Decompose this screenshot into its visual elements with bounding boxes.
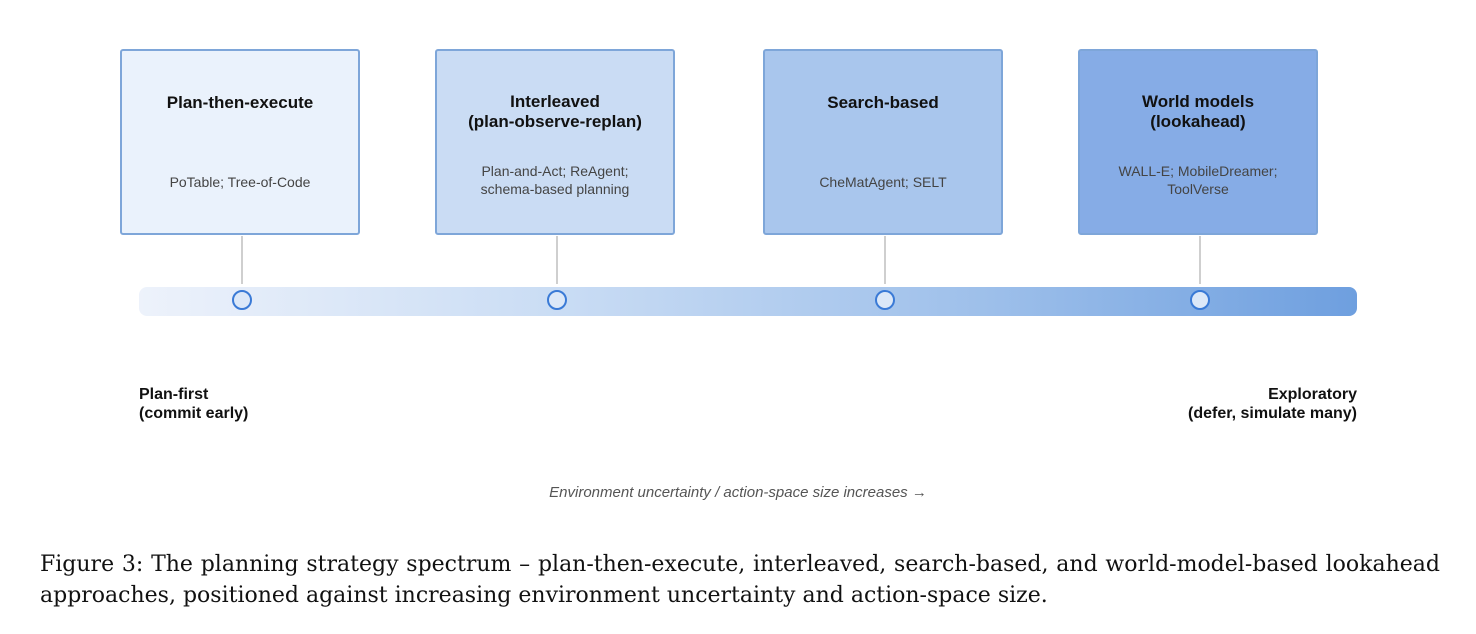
stage-title: Plan-then-execute xyxy=(166,93,314,112)
axis-caption: Environment uncertainty / action-space s… xyxy=(549,484,927,501)
stage-examples: PoTable; Tree-of-Code xyxy=(169,174,311,190)
spectrum-node xyxy=(1190,290,1210,310)
connector-stem xyxy=(556,236,558,284)
connector-stem xyxy=(1199,236,1201,284)
stage-title: World models (lookahead) xyxy=(1141,92,1255,131)
stage-examples: Plan-and-Act; ReAgent; schema-based plan… xyxy=(480,163,630,197)
spectrum-node xyxy=(875,290,895,310)
stage-box-interleaved: Interleaved (plan-observe-replan) Plan-a… xyxy=(435,49,675,235)
connector-stem xyxy=(241,236,243,284)
spectrum-track xyxy=(139,287,1357,316)
spectrum-node xyxy=(547,290,567,310)
spectrum-left-label: Plan-first (commit early) xyxy=(139,386,249,422)
stage-title: Search-based xyxy=(827,93,939,112)
stage-box-plan-then-execute: Plan-then-execute PoTable; Tree-of-Code xyxy=(120,49,360,235)
stage-box-search-based: Search-based CheMatAgent; SELT xyxy=(763,49,1003,235)
spectrum-node xyxy=(232,290,252,310)
figure-caption: Figure 3: The planning strategy spectrum… xyxy=(40,552,1440,608)
spectrum-right-label: Exploratory (defer, simulate many) xyxy=(1188,386,1357,422)
stage-title: Interleaved (plan-observe-replan) xyxy=(468,92,642,131)
stage-examples: WALL-E; MobileDreamer; ToolVerse xyxy=(1118,163,1278,197)
stage-box-world-models: World models (lookahead) WALL-E; MobileD… xyxy=(1078,49,1318,235)
connector-stem xyxy=(884,236,886,284)
stage-examples: CheMatAgent; SELT xyxy=(819,174,947,190)
